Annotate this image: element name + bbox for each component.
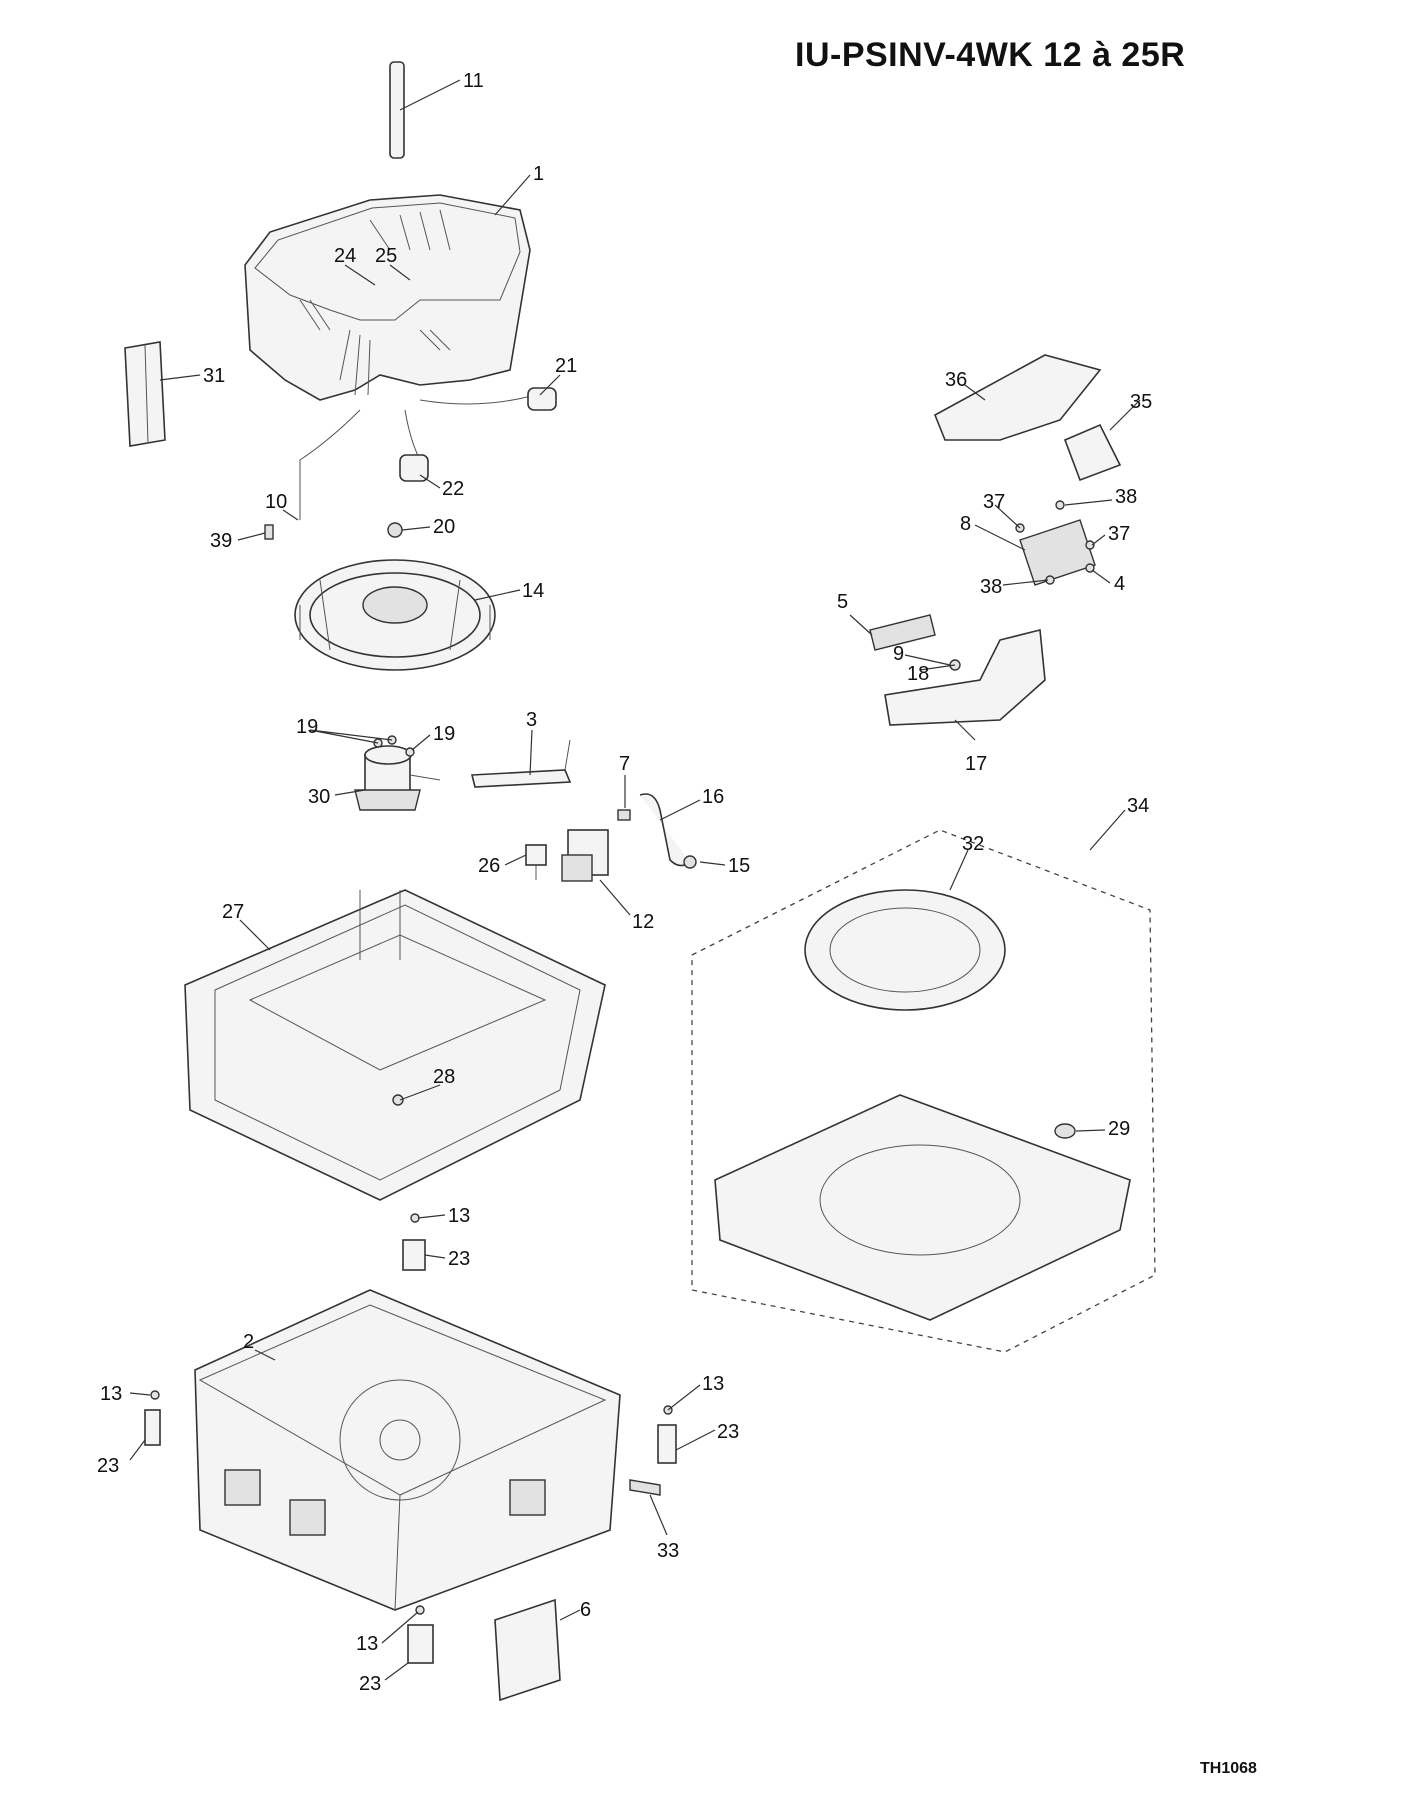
callout-23-left: 23 [97, 1455, 119, 1477]
callout-39: 39 [210, 530, 232, 552]
callout-7: 7 [619, 753, 630, 775]
callout-11: 11 [463, 70, 484, 92]
part-3-bracket [470, 739, 572, 788]
part-16-hose [639, 793, 691, 867]
callout-18: 18 [907, 663, 929, 685]
callout-5: 5 [837, 591, 848, 613]
part-1-heat-exchanger [244, 194, 531, 401]
callout-35: 35 [1130, 391, 1152, 413]
callout-32: 32 [962, 833, 984, 855]
callout-22: 22 [442, 478, 464, 500]
callout-10: 10 [265, 491, 287, 513]
callout-14: 14 [522, 580, 544, 602]
callout-2: 2 [243, 1331, 254, 1353]
callout-24: 24 [334, 245, 356, 267]
callout-26: 26 [478, 855, 500, 877]
callout-20: 20 [433, 516, 455, 538]
part-32-ring [804, 889, 1006, 1011]
part-27-drain-pan [184, 889, 606, 1201]
callout-28: 28 [433, 1066, 455, 1088]
part-23-right-bracket [657, 1424, 677, 1464]
callout-31: 31 [203, 365, 225, 387]
callout-16: 16 [702, 786, 724, 808]
part-23-left-bracket [144, 1409, 161, 1446]
part-14-fan [294, 559, 496, 671]
callout-6: 6 [580, 1599, 591, 1621]
part-2-cabinet [194, 1289, 621, 1611]
part-panel-frame [714, 1094, 1131, 1321]
callout-33: 33 [657, 1540, 679, 1562]
part-30-motor [354, 745, 441, 811]
callout-34: 34 [1127, 795, 1149, 817]
callout-17: 17 [965, 753, 987, 775]
part-29-knob [1054, 1123, 1076, 1139]
callout-13-bottom: 13 [356, 1633, 378, 1655]
callout-27: 27 [222, 901, 244, 923]
callout-23-bottom: 23 [359, 1673, 381, 1695]
callout-12: 12 [632, 911, 654, 933]
callout-23-mid: 23 [448, 1248, 470, 1270]
part-35-plate [1063, 423, 1122, 482]
drawing-code: TH1068 [1200, 1760, 1257, 1777]
part-8-pcb [1019, 519, 1096, 586]
callout-29: 29 [1108, 1118, 1130, 1140]
part-13-screw [410, 1213, 420, 1223]
callout-13-right: 13 [702, 1373, 724, 1395]
part-39-clip [264, 524, 274, 540]
callout-8: 8 [960, 513, 971, 535]
callout-4: 4 [1114, 573, 1125, 595]
callout-19-right: 19 [433, 723, 455, 745]
part-28-clip [392, 1094, 404, 1106]
part-17-box [884, 628, 1046, 726]
callout-13-left: 13 [100, 1383, 122, 1405]
callout-15: 15 [728, 855, 750, 877]
part-11-pipe [389, 61, 405, 159]
leader-lines [129, 79, 1141, 1681]
callout-37-right: 37 [1108, 523, 1130, 545]
callout-13-mid: 13 [448, 1205, 470, 1227]
part-6-cover [494, 1598, 561, 1702]
callout-25: 25 [375, 245, 397, 267]
callout-19-left: 19 [296, 716, 318, 738]
part-15-clamp [683, 855, 697, 869]
callout-38-top: 38 [1115, 486, 1137, 508]
part-20-nut [387, 522, 403, 538]
part-26-switch [525, 844, 547, 880]
callout-30: 30 [308, 786, 330, 808]
callout-23-right: 23 [717, 1421, 739, 1443]
part-23-bracket [402, 1239, 426, 1271]
drawing-title: IU-PSINV-4WK 12 à 25R [795, 36, 1186, 74]
part-5-terminal-block [869, 614, 936, 651]
part-10-cable [299, 409, 361, 520]
part-36-cover [933, 354, 1102, 441]
part-33-fitting [629, 1479, 661, 1496]
callout-1: 1 [533, 163, 544, 185]
callout-9: 9 [893, 643, 904, 665]
callout-3: 3 [526, 709, 537, 731]
part-22-sensor [399, 409, 429, 482]
callout-37-top: 37 [983, 491, 1005, 513]
part-21-sensor [419, 387, 557, 411]
part-12-drain-pump [561, 829, 609, 882]
part-31-bracket [124, 341, 166, 447]
part-13-left-screw [150, 1390, 160, 1400]
part-7-fitting [617, 809, 631, 821]
callout-36: 36 [945, 369, 967, 391]
callout-21: 21 [555, 355, 577, 377]
callout-38-bottom: 38 [980, 576, 1002, 598]
part-23-bottom-bracket [407, 1624, 434, 1664]
